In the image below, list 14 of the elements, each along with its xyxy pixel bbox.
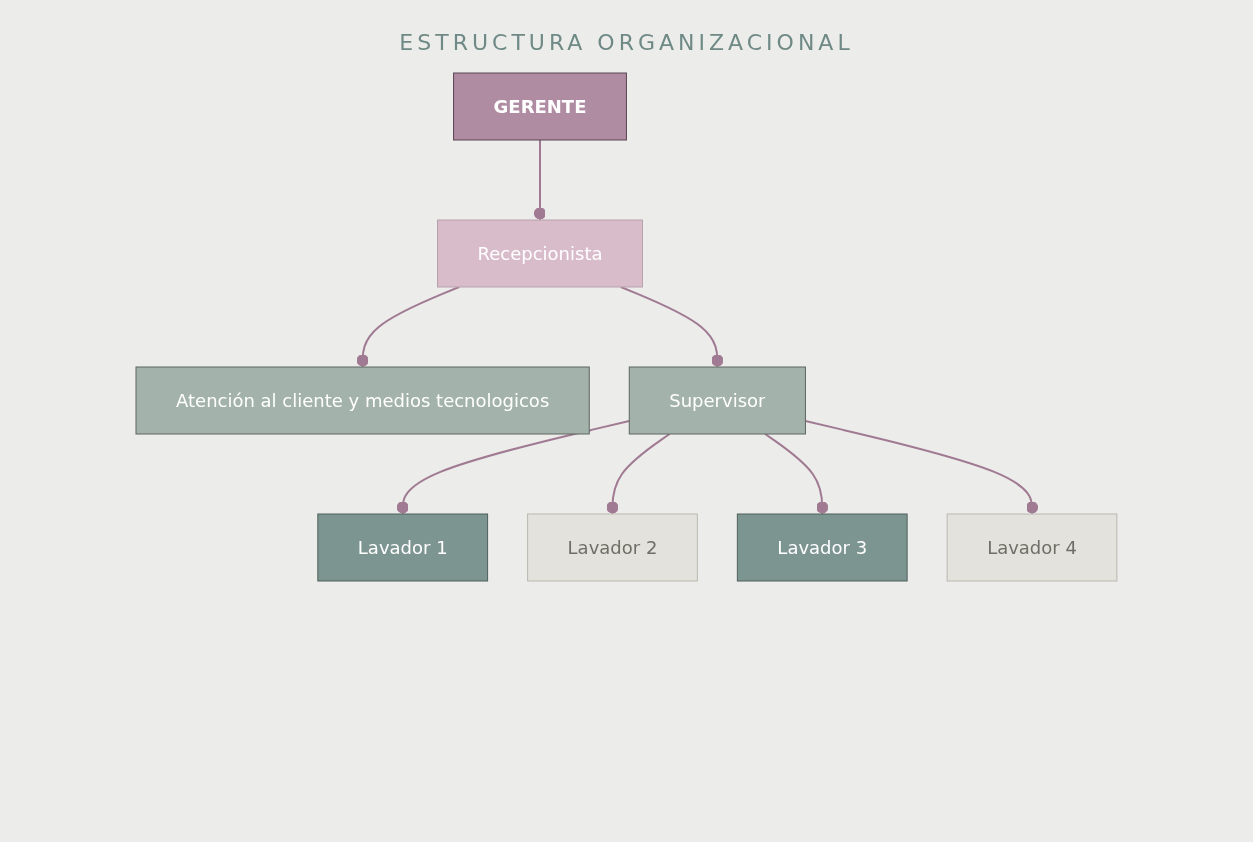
node-box: Lavador 4	[946, 513, 1118, 582]
node-box: Recepcionista	[437, 219, 644, 288]
node-box: Lavador 2	[527, 513, 698, 582]
node-box: GERENTE	[453, 72, 627, 141]
connector	[396, 420, 631, 515]
node-box: Lavador 3	[736, 513, 908, 582]
connector	[804, 420, 1039, 515]
node-box: Lavador 1	[317, 513, 489, 582]
connector	[606, 433, 671, 515]
diagram-title: ESTRUCTURA ORGANIZACIONAL	[398, 29, 855, 57]
node-box: Atención al cliente y medios tecnologicos	[135, 366, 590, 435]
node-box: Supervisor	[628, 366, 806, 435]
connector	[534, 139, 547, 221]
connector	[764, 433, 829, 515]
